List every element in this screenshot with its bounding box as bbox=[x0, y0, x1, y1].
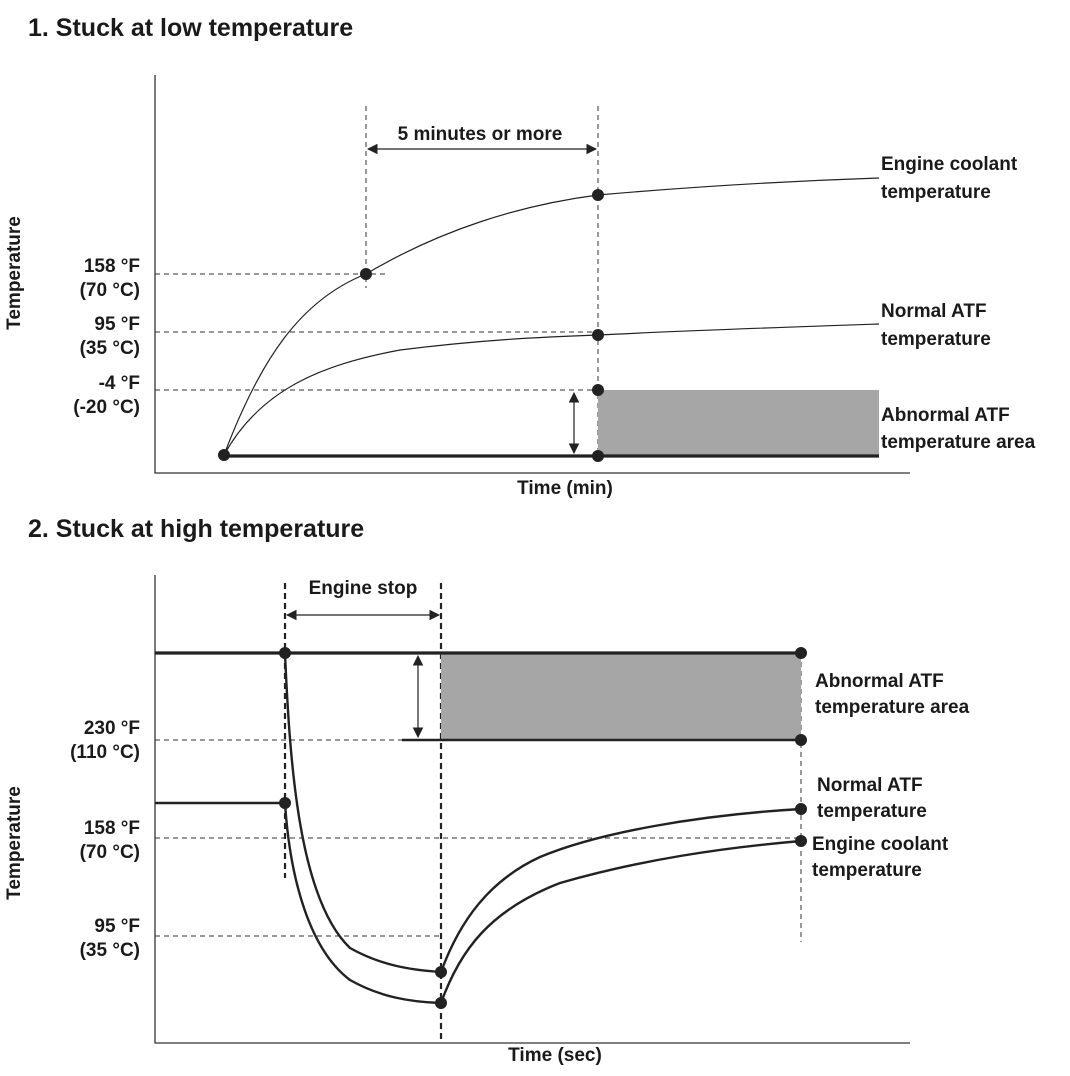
low-tick-3-f: -4 °F bbox=[99, 373, 140, 394]
low-normal-atf-curve bbox=[223, 323, 880, 456]
diagram-low-title: 1. Stuck at low temperature bbox=[28, 14, 353, 42]
high-normal-atf-min-dot bbox=[435, 966, 447, 978]
high-coolant-curve bbox=[283, 802, 802, 1005]
low-y-axis-label: Temperature bbox=[4, 216, 25, 330]
high-tick-2-c: (70 °C) bbox=[80, 842, 140, 863]
low-normal-atf-label-1: Normal ATF bbox=[881, 301, 987, 322]
diagram-high-title: 2. Stuck at high temperature bbox=[28, 515, 364, 543]
low-abnormal-label-1: Abnormal ATF bbox=[881, 405, 1010, 426]
high-normal-atf-end-dot bbox=[795, 803, 807, 815]
high-tick-2-f: 158 °F bbox=[84, 818, 140, 839]
low-tick-1-f: 158 °F bbox=[84, 256, 140, 277]
high-tick-1-c: (110 °C) bbox=[70, 742, 140, 763]
low-stuck-dot bbox=[592, 450, 604, 462]
low-coolant-label-1: Engine coolant bbox=[881, 154, 1018, 175]
high-stuck-end-dot bbox=[795, 647, 807, 659]
low-tick-2-c: (35 °C) bbox=[80, 338, 140, 359]
low-tick-1-c: (70 °C) bbox=[80, 280, 140, 301]
diagram-low-temperature: 1. Stuck at low temperature Temperature … bbox=[4, 14, 1036, 499]
high-abnormal-label-1: Abnormal ATF bbox=[815, 671, 944, 692]
high-coolant-min-dot bbox=[435, 997, 447, 1009]
low-normal-atf-dot bbox=[592, 329, 604, 341]
low-normal-atf-label-2: temperature bbox=[881, 329, 991, 350]
low-start-dot bbox=[218, 449, 230, 461]
low-minus4-dot bbox=[592, 384, 604, 396]
diagram-high-temperature: 2. Stuck at high temperature Temperature… bbox=[4, 515, 970, 1066]
low-axes bbox=[154, 75, 910, 474]
low-coolant-curve bbox=[223, 177, 880, 456]
low-interval-label: 5 minutes or more bbox=[398, 124, 563, 145]
high-x-axis-label: Time (sec) bbox=[508, 1045, 602, 1066]
high-axes bbox=[154, 575, 910, 1044]
low-tick-3-c: (-20 °C) bbox=[73, 397, 140, 418]
high-coolant-end-dot bbox=[795, 835, 807, 847]
low-coolant-label-2: temperature bbox=[881, 182, 991, 203]
high-interval-label: Engine stop bbox=[309, 578, 418, 599]
low-x-axis-label: Time (min) bbox=[517, 478, 613, 499]
high-tick-3-f: 95 °F bbox=[94, 916, 140, 937]
high-normal-atf-label-1: Normal ATF bbox=[817, 775, 923, 796]
high-coolant-label-1: Engine coolant bbox=[812, 834, 949, 855]
low-coolant-158-dot bbox=[360, 268, 372, 280]
high-abnormal-label-2: temperature area bbox=[815, 697, 970, 718]
high-coolant-start-dot bbox=[279, 797, 291, 809]
high-coolant-label-2: temperature bbox=[812, 860, 922, 881]
high-abnormal-area bbox=[441, 653, 801, 740]
high-230-end-dot bbox=[795, 734, 807, 746]
high-normal-atf-label-2: temperature bbox=[817, 801, 927, 822]
low-abnormal-area bbox=[598, 390, 879, 456]
high-start-dot bbox=[279, 647, 291, 659]
low-coolant-end-dot bbox=[592, 189, 604, 201]
high-tick-3-c: (35 °C) bbox=[80, 940, 140, 961]
low-tick-2-f: 95 °F bbox=[94, 314, 140, 335]
high-tick-1-f: 230 °F bbox=[84, 718, 140, 739]
low-abnormal-label-2: temperature area bbox=[881, 432, 1036, 453]
high-y-axis-label: Temperature bbox=[4, 786, 25, 900]
